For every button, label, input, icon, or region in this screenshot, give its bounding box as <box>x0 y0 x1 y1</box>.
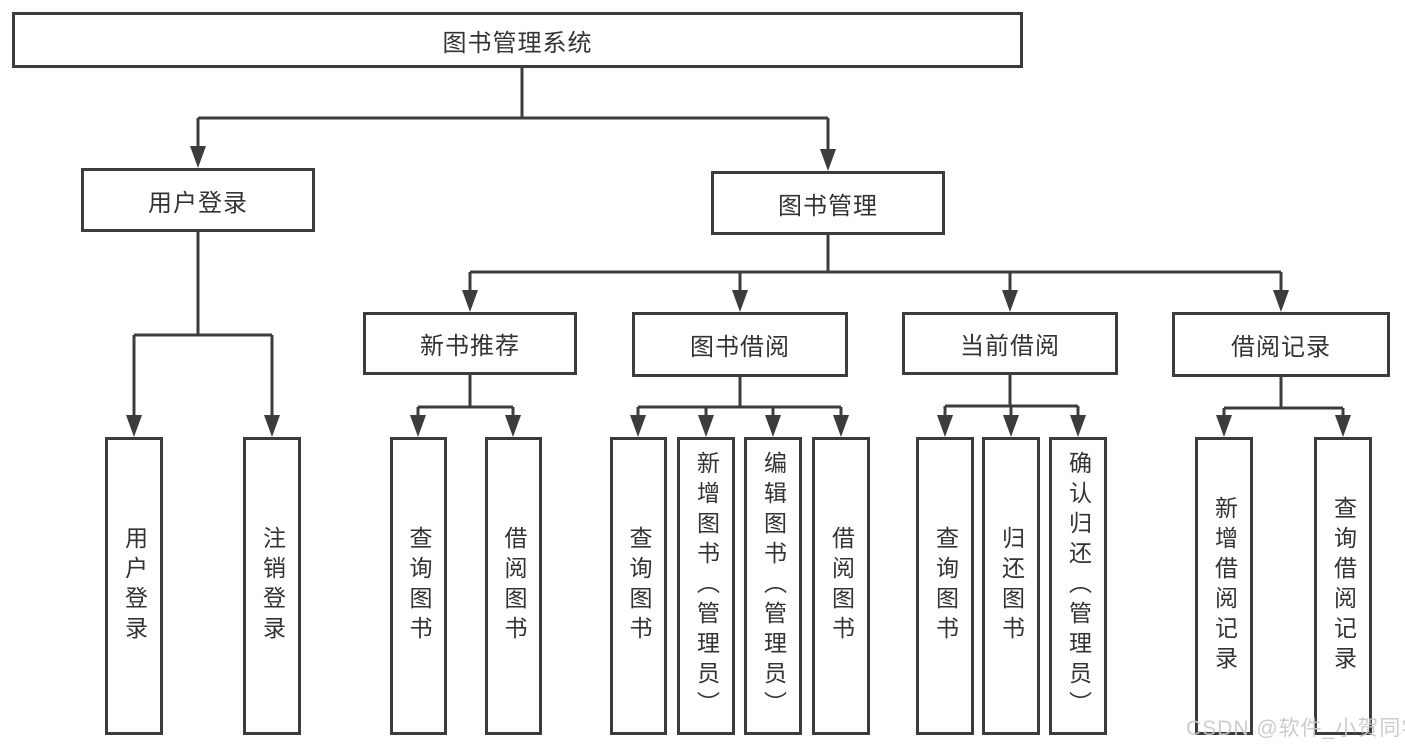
leaf-user-login: 用户登录 <box>105 437 163 735</box>
leaf-borrow-books: 借阅图书 <box>485 437 542 735</box>
node-library-management-system: 图书管理系统 <box>12 12 1023 68</box>
leaf-edit-books-admin: 编辑图书（管理员） <box>744 437 802 735</box>
csdn-watermark: CSDN @软件_小贺同学 <box>1186 717 1405 740</box>
leaf-query-books: 查询图书 <box>916 437 974 735</box>
node-user-login: 用户登录 <box>81 168 315 232</box>
leaf-return-books: 归还图书 <box>982 437 1040 735</box>
node-book-management: 图书管理 <box>711 171 945 235</box>
node-book-borrowing: 图书借阅 <box>632 312 848 377</box>
leaf-query-borrow-record: 查询借阅记录 <box>1314 437 1372 735</box>
leaf-borrow-books: 借阅图书 <box>812 437 870 735</box>
leaf-query-books: 查询图书 <box>390 437 447 735</box>
node-current-borrowing: 当前借阅 <box>902 312 1118 375</box>
node-new-book-recommend: 新书推荐 <box>363 312 577 375</box>
leaf-confirm-return-admin: 确认归还（管理员） <box>1049 437 1107 735</box>
leaf-add-borrow-record: 新增借阅记录 <box>1195 437 1253 735</box>
leaf-logout: 注销登录 <box>243 437 301 735</box>
leaf-add-books-admin: 新增图书（管理员） <box>677 437 735 735</box>
leaf-query-books: 查询图书 <box>610 437 667 735</box>
node-borrow-records: 借阅记录 <box>1172 312 1390 377</box>
